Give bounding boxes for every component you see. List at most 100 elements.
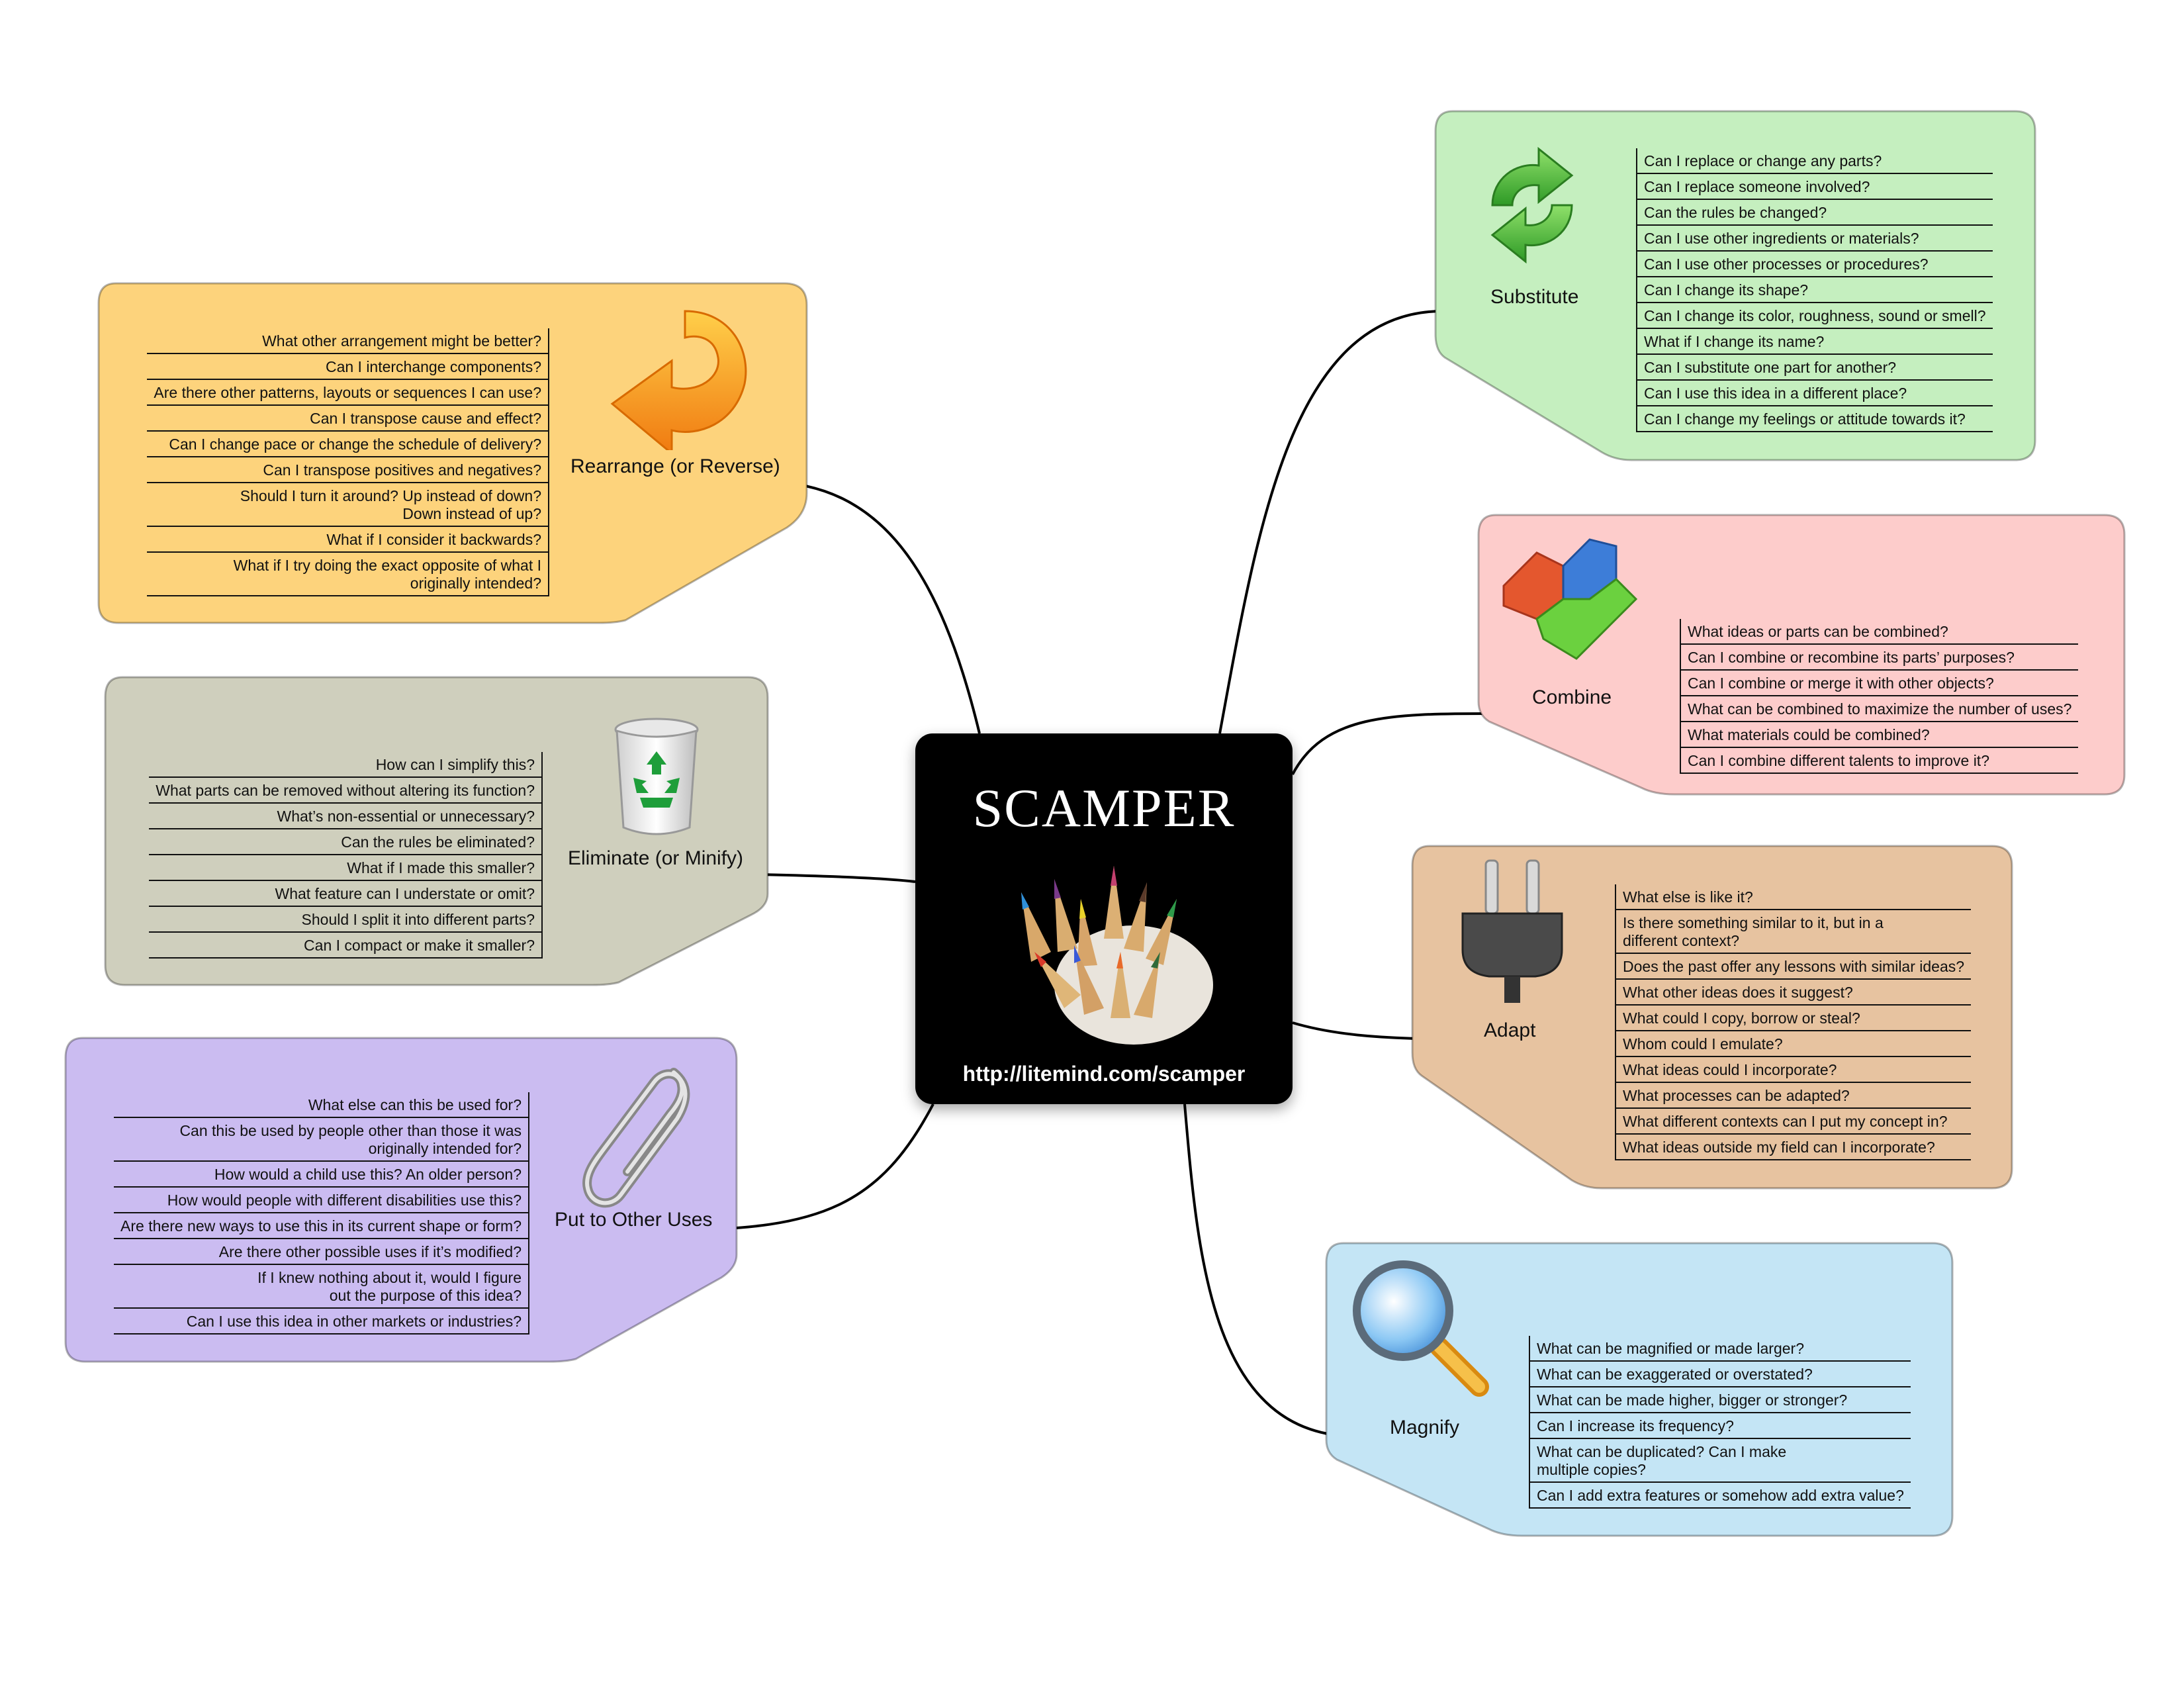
idea-text: originally intended? — [410, 575, 541, 592]
idea-text: different context? — [1623, 932, 1740, 949]
idea-item[interactable]: What if I change its name? — [1637, 329, 1993, 355]
idea-text: Can I replace someone involved? — [1644, 178, 1870, 195]
idea-item[interactable]: Can I combine different talents to impro… — [1681, 748, 2079, 774]
idea-item[interactable]: Can I add extra features or somehow add … — [1530, 1483, 1911, 1509]
idea-text: How can I simplify this? — [375, 756, 535, 773]
idea-item[interactable]: What materials could be combined? — [1681, 722, 2079, 748]
idea-item[interactable]: Are there other patterns, layouts or seq… — [147, 380, 548, 406]
idea-item[interactable]: Can I use this idea in other markets or … — [114, 1309, 528, 1335]
idea-item[interactable]: Can I transpose positives and negatives? — [147, 457, 548, 483]
idea-item[interactable]: How would people with different disabili… — [114, 1188, 528, 1213]
idea-text: Can I change its shape? — [1644, 281, 1809, 299]
idea-item[interactable]: What’s non-essential or unnecessary? — [149, 804, 541, 829]
connector-substitute — [1218, 310, 1635, 734]
paperclip-icon — [574, 1053, 707, 1215]
idea-item[interactable]: What can be combined to maximize the num… — [1681, 696, 2079, 722]
idea-item[interactable]: Whom could I emulate? — [1616, 1031, 1972, 1057]
central-url[interactable]: http://litemind.com/scamper — [962, 1062, 1246, 1086]
idea-text: If I knew nothing about it, would I figu… — [257, 1269, 522, 1286]
idea-item[interactable]: What ideas outside my field can I incorp… — [1616, 1135, 1972, 1160]
idea-item[interactable]: What if I consider it backwards? — [147, 527, 548, 553]
idea-text: Can I change my feelings or attitude tow… — [1644, 410, 1966, 428]
idea-item[interactable]: What if I made this smaller? — [149, 855, 541, 881]
idea-item[interactable]: Can I substitute one part for another? — [1637, 355, 1993, 381]
idea-item[interactable]: Can I interchange components? — [147, 354, 548, 380]
recycle-bin-icon — [610, 715, 703, 844]
idea-text: originally intended for? — [368, 1140, 522, 1157]
idea-item[interactable]: What can be made higher, bigger or stron… — [1530, 1387, 1911, 1413]
idea-text: What can be duplicated? Can I make — [1537, 1443, 1787, 1460]
magnify-topic[interactable]: Magnify — [1390, 1417, 1460, 1438]
idea-item[interactable]: Can the rules be eliminated? — [149, 829, 541, 855]
idea-item[interactable]: What can be exaggerated or overstated? — [1530, 1362, 1911, 1387]
idea-text: Whom could I emulate? — [1623, 1035, 1783, 1053]
idea-item[interactable]: What else is like it? — [1616, 884, 1972, 910]
idea-item[interactable]: Can I change its shape? — [1637, 277, 1993, 303]
idea-item[interactable]: Can I combine or merge it with other obj… — [1681, 671, 2079, 696]
idea-text: Can I use this idea in a different place… — [1644, 385, 1907, 402]
idea-item[interactable]: Can I change my feelings or attitude tow… — [1637, 406, 1993, 432]
eliminate-topic[interactable]: Eliminate (or Minify) — [568, 847, 744, 869]
idea-item[interactable]: What ideas could I incorporate? — [1616, 1057, 1972, 1083]
idea-text: What ideas outside my field can I incorp… — [1623, 1139, 1935, 1156]
idea-text: Can I combine different talents to impro… — [1688, 752, 1989, 769]
idea-item[interactable]: What can be magnified or made larger? — [1530, 1336, 1911, 1362]
idea-text: What can be made higher, bigger or stron… — [1537, 1391, 1848, 1409]
idea-text: How would people with different disabili… — [167, 1192, 522, 1209]
idea-item[interactable]: Are there other possible uses if it’s mo… — [114, 1239, 528, 1265]
adapt-topic[interactable]: Adapt — [1484, 1019, 1536, 1041]
idea-item[interactable]: Can I compact or make it smaller? — [149, 933, 541, 959]
idea-item[interactable]: Can this be used by people other than th… — [114, 1118, 528, 1162]
power-plug-icon — [1453, 857, 1572, 1013]
idea-text: What can be exaggerated or overstated? — [1537, 1366, 1813, 1383]
idea-item[interactable]: What other ideas does it suggest? — [1616, 980, 1972, 1006]
idea-text: Can I combine or recombine its parts’ pu… — [1688, 649, 2015, 666]
idea-item[interactable]: Can I replace someone involved? — [1637, 174, 1993, 200]
idea-item[interactable]: Can I combine or recombine its parts’ pu… — [1681, 645, 2079, 671]
idea-item[interactable]: Can the rules be changed? — [1637, 200, 1993, 226]
idea-text: Are there other patterns, layouts or seq… — [154, 384, 541, 401]
idea-item[interactable]: What processes can be adapted? — [1616, 1083, 1972, 1109]
idea-item[interactable]: Can I transpose cause and effect? — [147, 406, 548, 432]
idea-item[interactable]: What ideas or parts can be combined? — [1681, 619, 2079, 645]
idea-item[interactable]: Should I turn it around? Up instead of d… — [147, 483, 548, 527]
idea-item[interactable]: Is there something similar to it, but in… — [1616, 910, 1972, 954]
idea-item[interactable]: What parts can be removed without alteri… — [149, 778, 541, 804]
idea-item[interactable]: What else can this be used for? — [114, 1092, 528, 1118]
idea-item[interactable]: If I knew nothing about it, would I figu… — [114, 1265, 528, 1309]
put-to-other-uses-topic[interactable]: Put to Other Uses — [555, 1209, 713, 1231]
idea-item[interactable]: Can I increase its frequency? — [1530, 1413, 1911, 1439]
idea-item[interactable]: Can I change pace or change the schedule… — [147, 432, 548, 457]
idea-text: Down instead of up? — [402, 505, 541, 522]
idea-text: Can I use this idea in other markets or … — [186, 1313, 522, 1330]
combine-topic[interactable]: Combine — [1532, 686, 1612, 708]
idea-item[interactable]: Should I split it into different parts? — [149, 907, 541, 933]
idea-item[interactable]: Can I replace or change any parts? — [1637, 148, 1993, 174]
substitute-topic[interactable]: Substitute — [1490, 286, 1579, 308]
idea-item[interactable]: What if I try doing the exact opposite o… — [147, 553, 548, 596]
idea-text: What else is like it? — [1623, 888, 1753, 906]
idea-item[interactable]: How can I simplify this? — [149, 752, 541, 778]
magnifier-icon — [1347, 1254, 1499, 1410]
idea-text: Can I combine or merge it with other obj… — [1688, 675, 1994, 692]
idea-item[interactable]: Does the past offer any lessons with sim… — [1616, 954, 1972, 980]
idea-item[interactable]: Can I use this idea in a different place… — [1637, 381, 1993, 406]
idea-item[interactable]: What different contexts can I put my con… — [1616, 1109, 1972, 1135]
idea-text: What can be magnified or made larger? — [1537, 1340, 1804, 1357]
idea-text: What can be combined to maximize the num… — [1688, 700, 2072, 718]
idea-item[interactable]: What other arrangement might be better? — [147, 328, 548, 354]
idea-item[interactable]: What feature can I understate or omit? — [149, 881, 541, 907]
idea-item[interactable]: What could I copy, borrow or steal? — [1616, 1006, 1972, 1031]
idea-item[interactable]: How would a child use this? An older per… — [114, 1162, 528, 1188]
idea-item[interactable]: Can I change its color, roughness, sound… — [1637, 303, 1993, 329]
idea-item[interactable]: Can I use other ingredients or materials… — [1637, 226, 1993, 252]
idea-text: What different contexts can I put my con… — [1623, 1113, 1948, 1130]
central-topic[interactable]: SCAMPER http://litemind.com/scamper — [915, 733, 1293, 1104]
rearrange-topic[interactable]: Rearrange (or Reverse) — [570, 455, 780, 477]
idea-item[interactable]: Can I use other processes or procedures? — [1637, 252, 1993, 277]
idea-item[interactable]: Are there new ways to use this in its cu… — [114, 1213, 528, 1239]
idea-text: Are there other possible uses if it’s mo… — [218, 1243, 522, 1260]
idea-text: Does the past offer any lessons with sim… — [1623, 958, 1965, 975]
idea-text: What ideas or parts can be combined? — [1688, 623, 1948, 640]
